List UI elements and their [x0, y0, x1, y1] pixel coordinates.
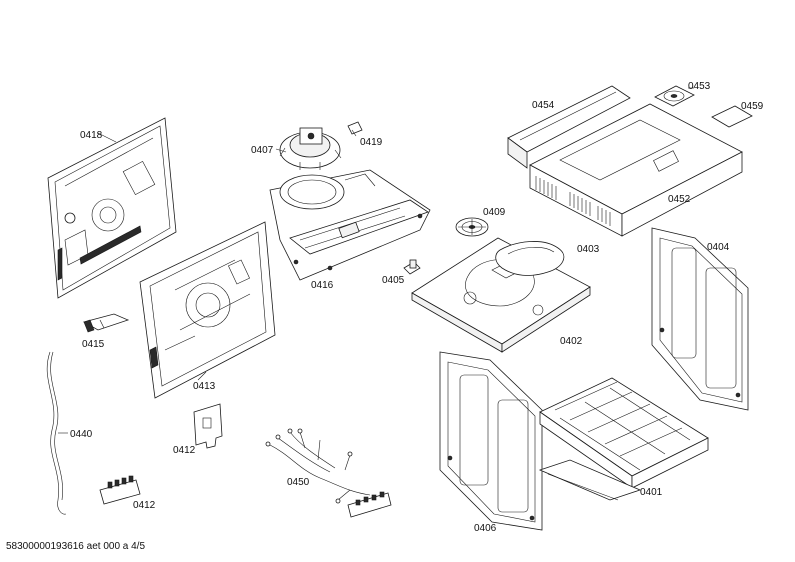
label-0415: 0415 — [82, 339, 105, 350]
part-0415-latch — [82, 313, 130, 333]
label-0452: 0452 — [668, 194, 691, 205]
label-0454: 0454 — [532, 100, 555, 111]
part-0401-cavity-frame — [538, 377, 709, 501]
label-0412-upper: 0412 — [173, 445, 196, 456]
part-0413-back-wall — [139, 221, 276, 399]
label-0413: 0413 — [193, 381, 216, 392]
label-0409: 0409 — [483, 207, 506, 218]
label-0407: 0407 — [251, 145, 274, 156]
label-0450: 0450 — [287, 477, 310, 488]
label-0402: 0402 — [560, 336, 583, 347]
part-0453-fan — [654, 85, 695, 107]
part-0407-fan-motor — [279, 127, 342, 170]
part-0419-clip — [347, 121, 363, 137]
part-0409-fan-wheel — [455, 217, 489, 237]
part-0406-side-panel — [439, 351, 543, 531]
part-0403-heater — [495, 241, 565, 276]
part-0450-wiring-harness — [265, 428, 392, 518]
label-0401: 0401 — [640, 487, 663, 498]
label-0406: 0406 — [474, 523, 497, 534]
part-0412-bracket — [193, 403, 223, 449]
part-0405-bracket — [403, 259, 421, 275]
label-0459: 0459 — [741, 101, 764, 112]
label-0440: 0440 — [70, 429, 93, 440]
part-0416-fan-housing — [269, 169, 431, 281]
label-0403: 0403 — [577, 244, 600, 255]
part-0452-cooling-housing — [529, 103, 743, 237]
part-0459-pad — [711, 105, 753, 128]
label-0405: 0405 — [382, 275, 405, 286]
label-0416: 0416 — [311, 280, 334, 291]
part-0404-side-panel — [651, 227, 749, 411]
part-0440-cable — [46, 351, 67, 515]
label-0453: 0453 — [688, 81, 711, 92]
label-0404: 0404 — [707, 242, 730, 253]
label-0419: 0419 — [360, 137, 383, 148]
drawing-reference: 58300000193616 aet 000 a 4/5 — [6, 541, 146, 552]
part-0412-terminal-block — [99, 475, 141, 505]
part-0454-top-cover — [507, 85, 631, 169]
label-0418: 0418 — [80, 130, 103, 141]
label-0412-lower: 0412 — [133, 500, 156, 511]
part-0418-rear-cover — [47, 117, 177, 299]
